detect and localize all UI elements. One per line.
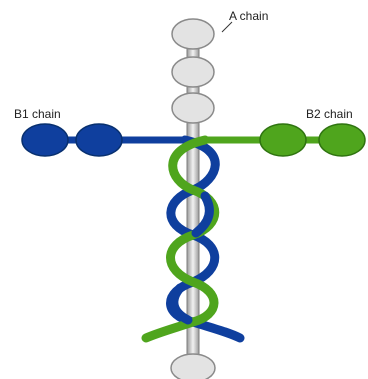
- b1-chain-coil-over-1: [191, 191, 214, 238]
- a-chain-domain-1: [171, 18, 215, 50]
- b2-chain-domain-1: [259, 123, 307, 157]
- a-chain-domain-2: [171, 56, 215, 88]
- a-chain-pointer: [221, 21, 233, 33]
- a-chain-label: A chain: [229, 9, 268, 23]
- b1-chain-arm: [21, 123, 189, 157]
- b1-chain-domain-1: [21, 123, 69, 157]
- b1-chain-coil-over-2: [169, 283, 193, 325]
- a-chain-domains: [170, 18, 216, 379]
- a-chain-domain-bottom: [170, 353, 216, 379]
- b1-chain-label: B1 chain: [14, 107, 61, 121]
- b1-chain-domain-2: [75, 123, 123, 157]
- b2-chain-coil: [141, 135, 220, 343]
- b2-chain-arm: [201, 123, 366, 157]
- b2-chain-label: B2 chain: [306, 107, 353, 121]
- b2-chain-domain-2: [318, 123, 366, 157]
- a-chain-domain-3: [171, 92, 215, 124]
